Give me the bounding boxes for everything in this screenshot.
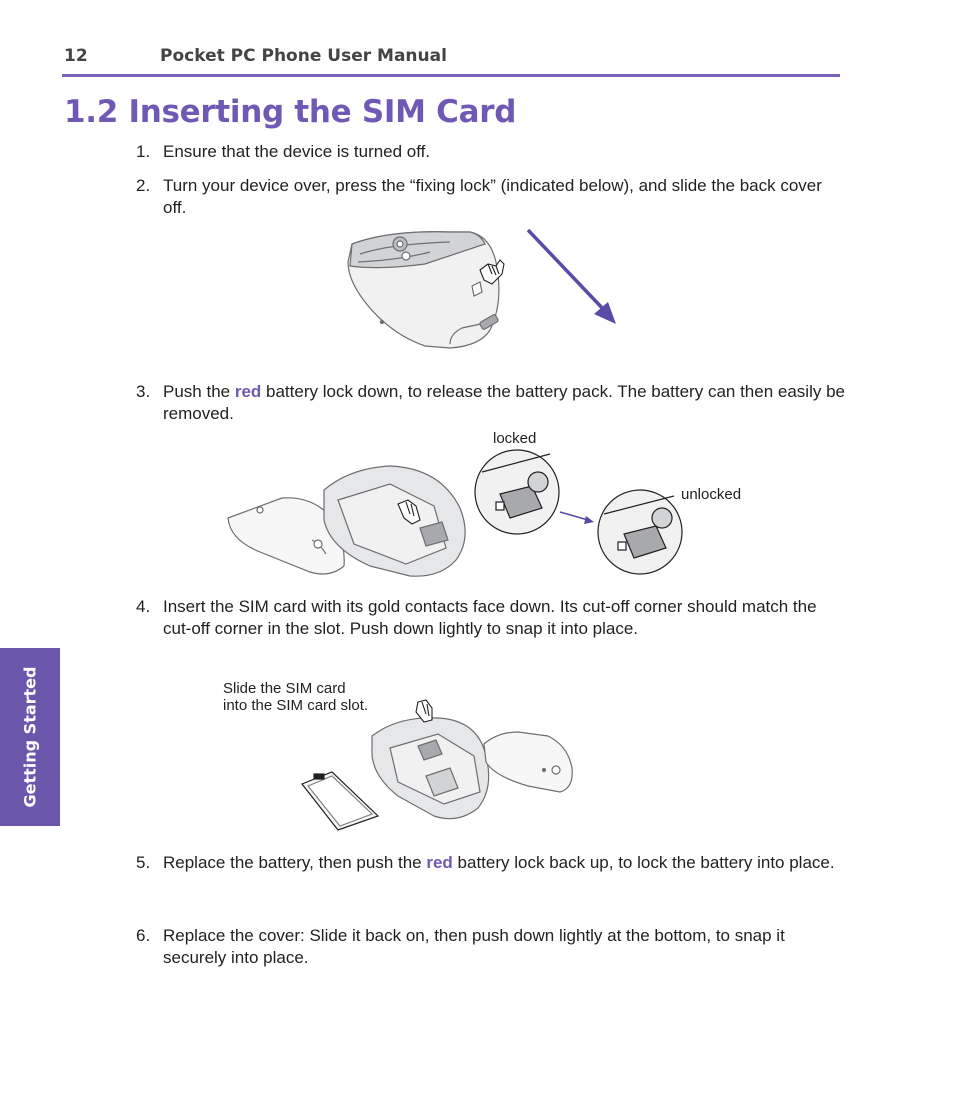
step-number: 3.: [136, 382, 151, 401]
step-5: 5. Replace the battery, then push the re…: [136, 852, 846, 874]
sim-card-illustration: [301, 771, 380, 831]
pointing-hand-icon: [397, 499, 421, 525]
step-3: 3. Push the red battery lock down, to re…: [136, 381, 846, 424]
step-text: Push the red battery lock down, to relea…: [163, 381, 846, 424]
red-highlight: red: [426, 853, 453, 872]
back-cover-illustration: [227, 497, 345, 575]
step-number: 4.: [136, 597, 151, 616]
locked-label: locked: [493, 430, 537, 447]
sim-caption-line-2: into the SIM card slot.: [223, 697, 369, 714]
figure-sim-insertion: [301, 699, 573, 831]
lock-closeup-unlocked: [597, 489, 683, 575]
figure-battery-removal: [227, 449, 683, 577]
step-2: 2. Turn your device over, press the “fix…: [136, 175, 846, 218]
step-1: 1. Ensure that the device is turned off.: [136, 141, 846, 163]
side-tab: Getting Started: [0, 648, 60, 826]
step-number: 2.: [136, 176, 151, 195]
step-text-after: battery lock back up, to lock the batter…: [452, 853, 835, 872]
back-cover-illustration: [483, 731, 573, 793]
page-number: 12: [64, 46, 88, 66]
pointing-hand-icon: [415, 699, 433, 723]
section-title: 1.2 Inserting the SIM Card: [64, 94, 517, 130]
step-text-after: battery lock down, to release the batter…: [163, 382, 845, 423]
device-back-illustration: [347, 231, 500, 349]
step-text-before: Push the: [163, 382, 235, 401]
step-text: Replace the battery, then push the red b…: [163, 852, 846, 874]
step-number: 1.: [136, 142, 151, 161]
sim-caption: Slide the SIM card into the SIM card slo…: [223, 680, 368, 714]
step-4: 4. Insert the SIM card with its gold con…: [136, 596, 846, 639]
header-rule: [62, 74, 840, 77]
step-text: Turn your device over, press the “fixing…: [163, 176, 822, 217]
unlocked-label: unlocked: [681, 486, 742, 503]
step-6: 6. Replace the cover: Slide it back on, …: [136, 925, 846, 968]
device-open-illustration: [371, 717, 490, 820]
lock-closeup-locked: [474, 449, 560, 535]
step-text-before: Replace the battery, then push the: [163, 853, 427, 872]
direction-arrow: [526, 228, 616, 324]
sim-caption-line-1: Slide the SIM card: [223, 680, 346, 697]
step-text: Insert the SIM card with its gold contac…: [163, 597, 817, 638]
side-tab-label: Getting Started: [20, 666, 40, 808]
step-number: 5.: [136, 853, 151, 872]
figure-remove-back-cover: [347, 228, 616, 349]
manual-title: Pocket PC Phone User Manual: [160, 46, 447, 66]
step-number: 6.: [136, 926, 151, 945]
lock-arrow: [559, 511, 594, 524]
pointing-hand-icon: [479, 259, 505, 285]
step-text: Replace the cover: Slide it back on, the…: [163, 926, 785, 967]
red-highlight: red: [234, 382, 262, 401]
step-text: Ensure that the device is turned off.: [163, 142, 431, 161]
device-open-illustration: [323, 465, 466, 577]
